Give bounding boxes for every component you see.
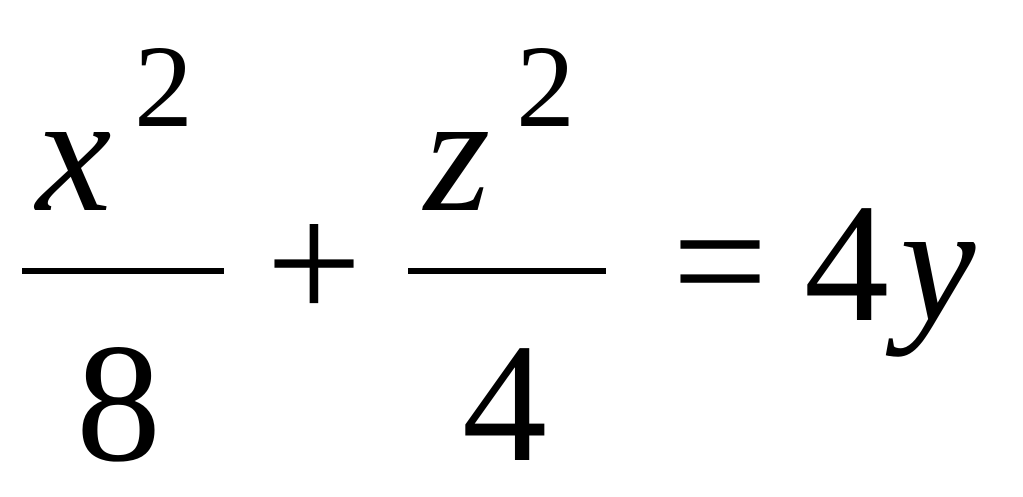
fraction-1-numerator-base: x bbox=[36, 59, 112, 247]
fraction-2-numerator-base: z bbox=[424, 59, 491, 247]
fraction-2-numerator-exponent: 2 bbox=[516, 21, 575, 152]
fraction-1-numerator-exponent: 2 bbox=[134, 21, 193, 152]
fraction-1-bar bbox=[22, 268, 224, 274]
fraction-2-denominator: 4 bbox=[462, 309, 547, 497]
plus-sign: + bbox=[266, 169, 362, 357]
equals-sign: = bbox=[672, 167, 768, 355]
rhs-coefficient: 4 bbox=[804, 169, 889, 357]
rhs-variable: y bbox=[900, 169, 976, 357]
fraction-1-denominator: 8 bbox=[76, 309, 161, 497]
fraction-2-bar bbox=[408, 268, 606, 274]
